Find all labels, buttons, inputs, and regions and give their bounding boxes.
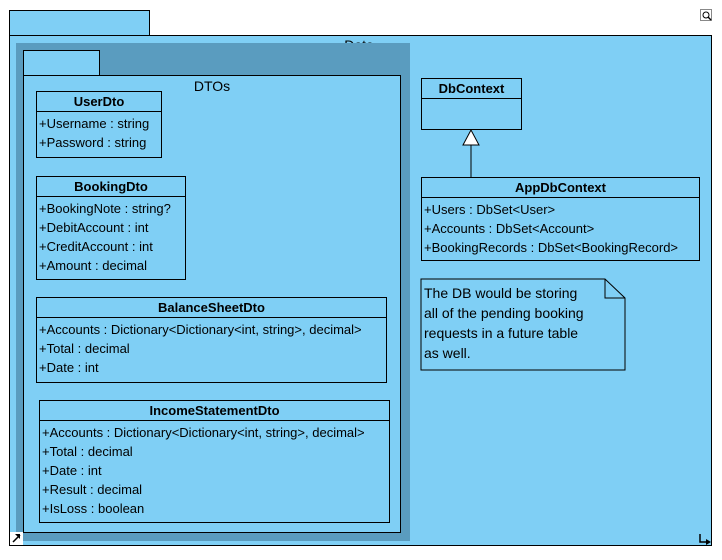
class-bookingdto-name: BookingDto <box>37 177 185 197</box>
class-appdbcontext-attrs: +Users : DbSet<User> +Accounts : DbSet<A… <box>422 198 699 261</box>
class-appdbcontext[interactable]: AppDbContext +Users : DbSet<User> +Accou… <box>421 177 700 261</box>
class-dbcontext-name: DbContext <box>422 79 521 99</box>
class-userdto-attrs: +Username : string +Password : string <box>37 112 161 156</box>
class-userdto[interactable]: UserDto +Username : string +Password : s… <box>36 91 162 158</box>
attribute: +BookingNote : string? <box>39 201 171 216</box>
attribute: +Users : DbSet<User> <box>424 202 556 217</box>
attribute: +CreditAccount : int <box>39 239 153 254</box>
note-text: The DB would be storing all of the pendi… <box>424 283 604 363</box>
resize-corner-icon[interactable] <box>698 532 713 547</box>
attribute: +DebitAccount : int <box>39 220 149 235</box>
attribute: +Accounts : Dictionary<Dictionary<int, s… <box>42 425 365 440</box>
attribute: +BookingRecords : DbSet<BookingRecord> <box>424 240 679 255</box>
attribute: +Accounts : DbSet<Account> <box>424 221 595 236</box>
magnifier-icon[interactable] <box>700 9 712 21</box>
note-line: The DB would be storing <box>424 285 578 301</box>
attribute: +IsLoss : boolean <box>42 501 145 516</box>
package-dtos-name: DTOs <box>193 78 231 94</box>
class-incomestatementdto-attrs: +Accounts : Dictionary<Dictionary<int, s… <box>40 421 389 522</box>
note-line: all of the pending booking <box>424 305 584 321</box>
attribute: +Amount : decimal <box>39 258 148 273</box>
class-balancesheetdto[interactable]: BalanceSheetDto +Accounts : Dictionary<D… <box>36 297 387 383</box>
class-appdbcontext-name: AppDbContext <box>422 178 699 198</box>
class-balancesheetdto-attrs: +Accounts : Dictionary<Dictionary<int, s… <box>37 318 386 381</box>
attribute: +Result : decimal <box>42 482 143 497</box>
attribute: +Password : string <box>39 135 147 150</box>
attribute: +Accounts : Dictionary<Dictionary<int, s… <box>39 322 362 337</box>
attribute: +Date : int <box>39 360 99 375</box>
class-bookingdto-attrs: +BookingNote : string? +DebitAccount : i… <box>37 197 185 279</box>
note-line: requests in a future table <box>424 325 579 341</box>
attribute: +Total : decimal <box>39 341 130 356</box>
class-incomestatementdto[interactable]: IncomeStatementDto +Accounts : Dictionar… <box>39 400 390 523</box>
attribute: +Total : decimal <box>42 444 133 459</box>
expand-arrow-icon[interactable] <box>10 532 23 545</box>
attribute: +Date : int <box>42 463 102 478</box>
class-bookingdto[interactable]: BookingDto +BookingNote : string? +Debit… <box>36 176 186 280</box>
package-dtos-tab <box>23 50 100 76</box>
class-dbcontext[interactable]: DbContext <box>421 78 522 130</box>
class-balancesheetdto-name: BalanceSheetDto <box>37 298 386 318</box>
class-userdto-name: UserDto <box>37 92 161 112</box>
class-incomestatementdto-name: IncomeStatementDto <box>40 401 389 421</box>
note-line: as well. <box>424 345 471 361</box>
attribute: +Username : string <box>39 116 150 131</box>
